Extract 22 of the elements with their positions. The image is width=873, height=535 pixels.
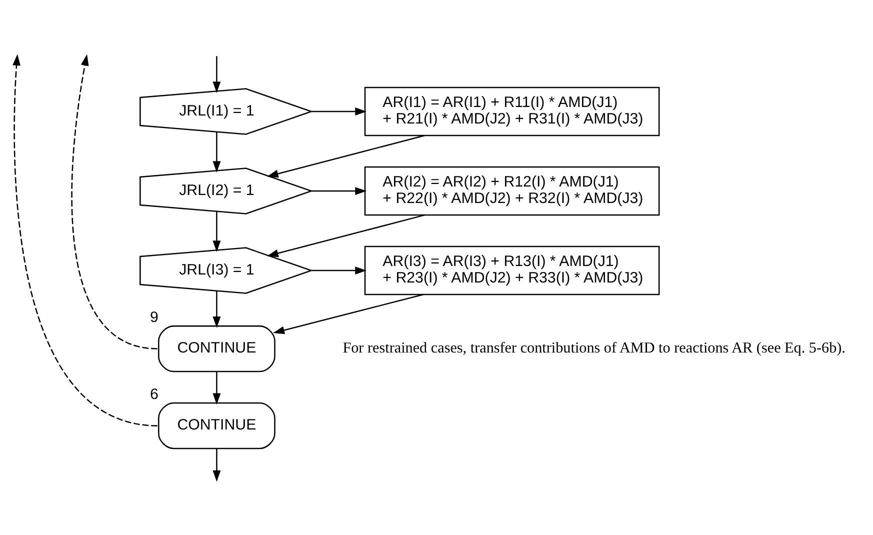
label: For restrained cases, transfer contributions of AMD to reactions AR (see Eq. 5-6b). [342,340,846,356]
arrow [212,211,221,252]
arrow [311,186,367,194]
arrow [273,293,424,334]
node-label: 6 [150,385,158,402]
arrow [212,290,221,328]
node-box: AR(I3) = AR(I3) + R13(I) * AMD(J1) + R23(I) * AMD(J2) + R33(I) * AMD(J3) [364,245,660,295]
arrow [311,266,367,274]
node-label: 9 [150,308,158,326]
node-box: AR(I2) = AR(I2) + R12(I) * AMD(J1) + R22(I) * AMD(J2) + R32(I) * AMD(J3) [364,166,660,216]
node-box: AR(I1) = AR(I1) + R11(I) * AMD(J1) + R21(I) * AMD(J2) + R31(I) * AMD(J3) [364,86,660,136]
arrow [212,132,221,172]
arrow [212,56,221,92]
arrow [212,448,221,482]
node-box: CONTINUE [158,402,276,449]
arrow [311,107,367,115]
arrow [71,54,158,349]
arrow [266,214,425,257]
node-box: CONTINUE [158,324,276,372]
arrow [212,371,221,404]
arrow [266,134,425,178]
arrow [12,54,158,426]
